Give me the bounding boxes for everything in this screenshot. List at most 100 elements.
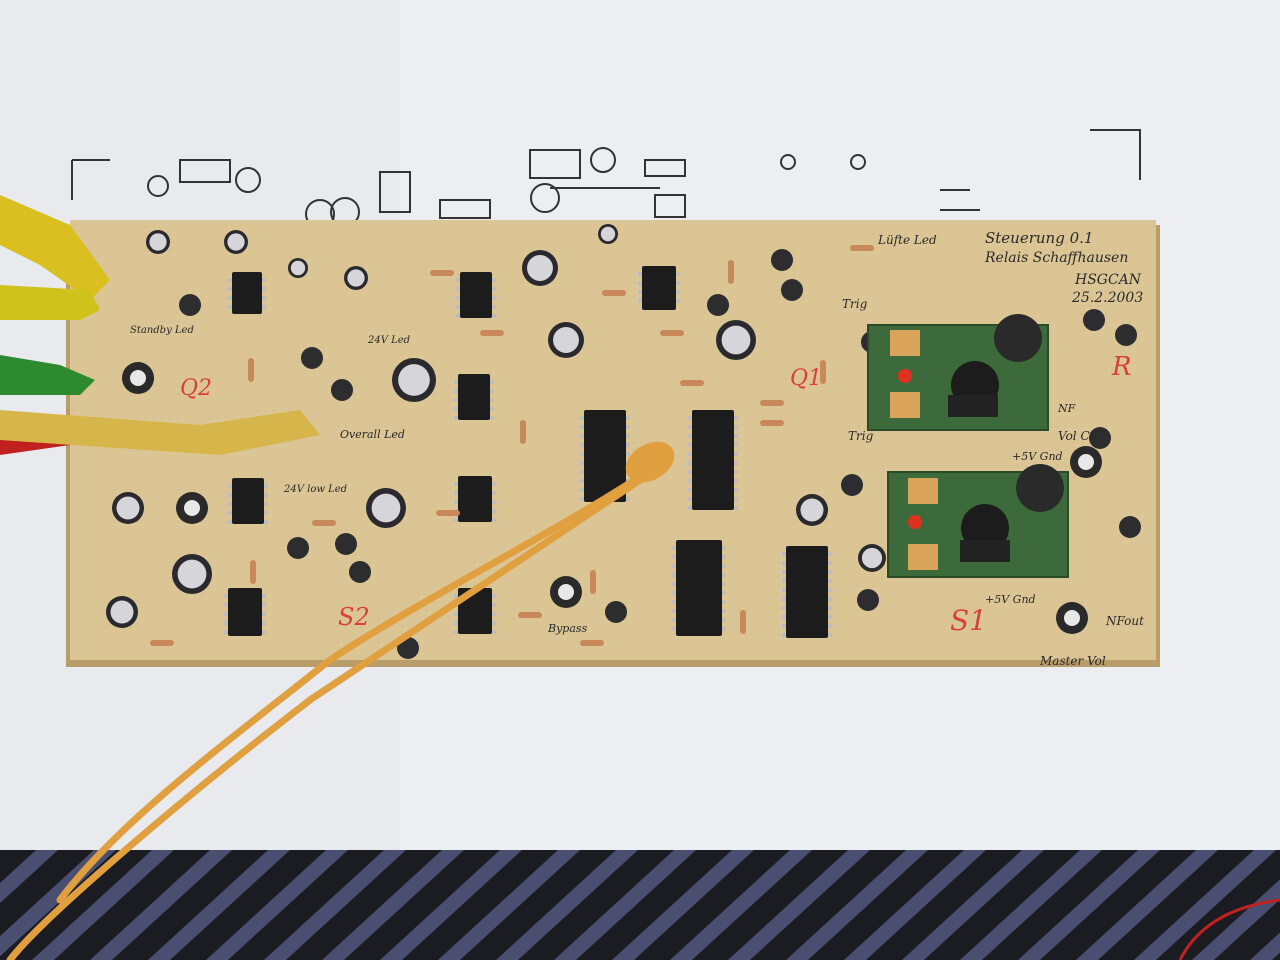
ic-pin: [782, 552, 786, 556]
cap-top: [600, 226, 616, 242]
transistor: [781, 279, 803, 301]
mat-stripe: [206, 850, 348, 960]
transistor: [179, 294, 201, 316]
ic-pin: [262, 621, 266, 625]
dip-ic: [456, 272, 496, 318]
pot-wiper: [1078, 454, 1094, 470]
ic-pin: [224, 603, 228, 607]
ic-pin: [454, 416, 458, 420]
dip-ic: [228, 478, 268, 524]
ic-pin: [580, 470, 584, 474]
ic-pin: [672, 627, 676, 631]
ic-pin: [492, 518, 496, 522]
ic-pin: [828, 588, 832, 592]
ic-pin: [580, 479, 584, 483]
mat-stripe: [554, 850, 696, 960]
electrolytic-capacitor: [716, 320, 756, 360]
electrolytic-capacitor: [172, 554, 212, 594]
ic-pin: [492, 491, 496, 495]
ic-body: [458, 476, 492, 522]
ic-pin: [490, 398, 494, 402]
mat-stripe: [264, 850, 406, 960]
ic-pin: [224, 621, 228, 625]
pot-wiper: [130, 370, 146, 386]
ic-pin: [492, 603, 496, 607]
ic-body: [676, 540, 722, 636]
probe-wire: [6, 466, 654, 960]
ic-pin: [264, 502, 268, 506]
trimmer-pot: [550, 576, 582, 608]
striped-mat: [0, 850, 1280, 960]
ic-pin: [456, 305, 460, 309]
trig-top-label: Trig: [842, 297, 868, 311]
electrolytic-capacitor: [224, 230, 248, 254]
test-clip-green: [0, 355, 95, 395]
ic-pin: [492, 509, 496, 513]
mat-stripe: [844, 850, 986, 960]
ic-body: [584, 410, 626, 502]
author-label: HSGCAN: [1074, 272, 1142, 288]
ic-pin: [224, 630, 228, 634]
ic-pin: [580, 452, 584, 456]
ic-pin: [490, 407, 494, 411]
ic-pin: [828, 570, 832, 574]
receiver-module-bottom: [887, 464, 1069, 578]
ic-pin: [580, 488, 584, 492]
bypass-label: Bypass: [547, 622, 588, 635]
resistor: [250, 560, 256, 584]
transistor: [331, 379, 353, 401]
ic-pin: [262, 287, 266, 291]
resistor: [312, 520, 336, 526]
ic-pin: [722, 582, 726, 586]
ic-pin: [638, 299, 642, 303]
ic-pin: [782, 588, 786, 592]
mat-stripe: [380, 850, 522, 960]
resistor: [520, 420, 526, 444]
ic-pin: [626, 443, 630, 447]
ic-body: [642, 266, 676, 310]
ic-pin: [228, 484, 232, 488]
ic-pin: [580, 497, 584, 501]
dip-ic: [224, 588, 266, 636]
ic-body: [692, 410, 734, 510]
ic-pin: [688, 479, 692, 483]
trimmer-pot: [1070, 446, 1102, 478]
ic-pin: [688, 443, 692, 447]
gnd-5v-top-label: +5V Gnd: [1012, 450, 1063, 463]
ic-pin: [638, 281, 642, 285]
s2-label: S2: [338, 603, 370, 631]
ic-pin: [734, 425, 738, 429]
ic-pin: [456, 278, 460, 282]
ic-pin: [626, 425, 630, 429]
electrolytic-capacitor: [146, 230, 170, 254]
transistor: [841, 474, 863, 496]
ic-pin: [454, 621, 458, 625]
ic-pin: [224, 594, 228, 598]
ic-pin: [782, 624, 786, 628]
ic-pin: [454, 380, 458, 384]
ic-pin: [782, 570, 786, 574]
cap-top: [800, 498, 824, 522]
transistor: [335, 533, 357, 555]
cap-top: [527, 255, 553, 281]
ic-pin: [580, 434, 584, 438]
mat-stripe: [148, 850, 290, 960]
ic-pin: [688, 488, 692, 492]
cap-top: [149, 233, 167, 251]
electrolytic-capacitor: [522, 250, 558, 286]
ic-pin: [492, 314, 496, 318]
paper-print-marks: [71, 129, 1141, 229]
red-wire: [1178, 898, 1280, 960]
resistor: [728, 260, 734, 284]
mat-stripe: [438, 850, 580, 960]
trimmer-pot-group: [122, 362, 1102, 634]
dip-ic: [782, 546, 832, 638]
dip-ic: [454, 588, 496, 634]
electrolytic-capacitor: [392, 358, 436, 402]
ic-pin: [262, 603, 266, 607]
resistor-group: [150, 245, 874, 646]
resistor: [760, 420, 784, 426]
ic-pin: [782, 633, 786, 637]
ic-pin: [676, 290, 680, 294]
